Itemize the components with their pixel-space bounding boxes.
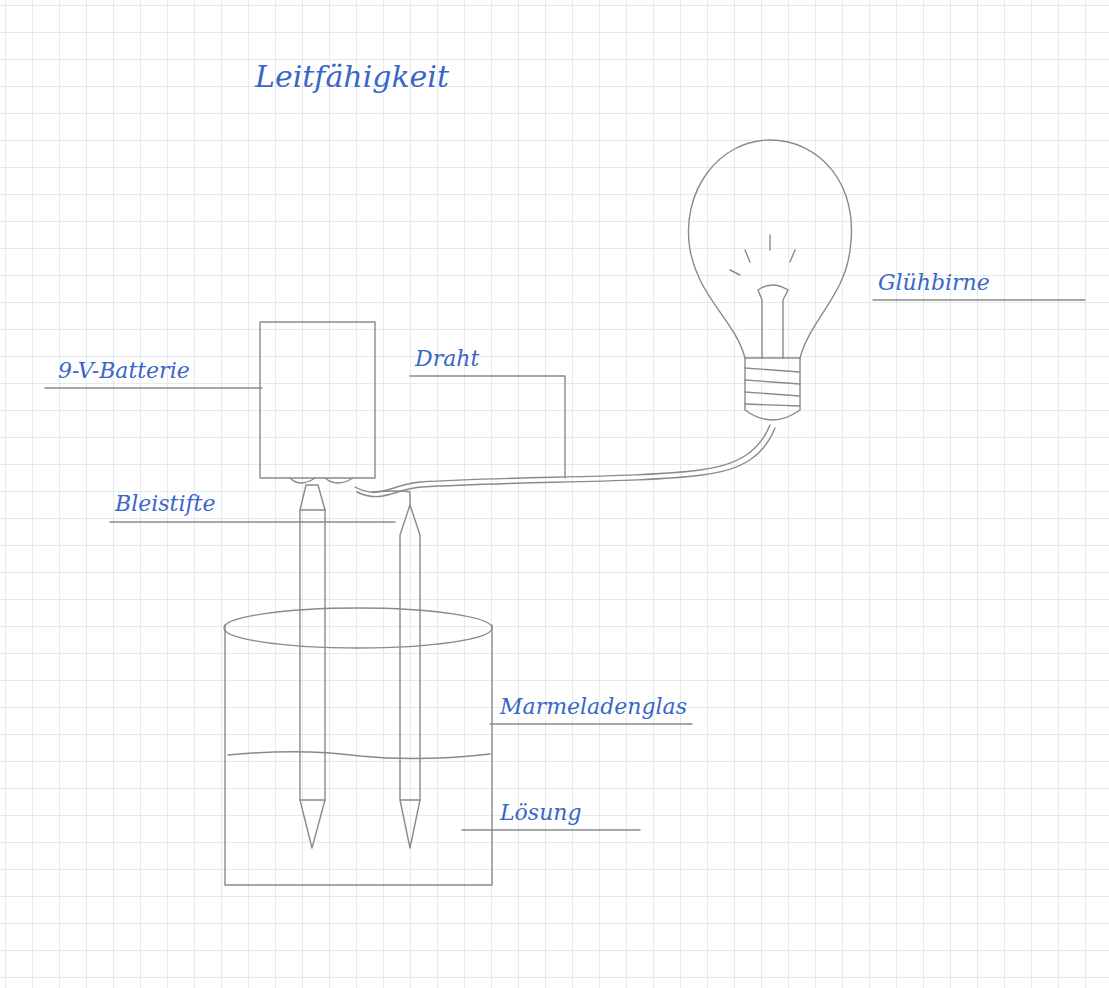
part-label: Lösung	[500, 800, 582, 826]
leader-line	[410, 376, 565, 478]
battery-terminals	[290, 478, 353, 483]
pencil-right	[400, 505, 420, 848]
part-label: Bleistifte	[115, 491, 215, 517]
leader-line	[462, 829, 640, 830]
pencil-left	[300, 510, 325, 848]
battery-body	[260, 322, 375, 478]
bulb-filament	[758, 285, 788, 358]
part-label: 9-V-Batterie	[58, 358, 190, 384]
leader-line	[45, 387, 262, 388]
leader-line	[490, 723, 692, 724]
bulb-glass	[688, 140, 851, 358]
bulb-base	[745, 358, 800, 420]
part-label: Draht	[415, 346, 479, 372]
diagram-title: Leitfähigkeit	[255, 59, 449, 95]
leader-line	[873, 299, 1085, 300]
wire-second-stroke	[357, 428, 775, 497]
pencil-wire	[372, 491, 410, 505]
leader-line	[110, 521, 395, 522]
jar-opening	[224, 608, 492, 648]
bulb-rays	[730, 235, 795, 275]
part-label: Glühbirne	[878, 270, 990, 296]
bulb-thread	[745, 368, 800, 406]
solution-surface	[228, 752, 490, 759]
part-label: Marmeladenglas	[500, 694, 687, 720]
jar	[225, 625, 492, 885]
